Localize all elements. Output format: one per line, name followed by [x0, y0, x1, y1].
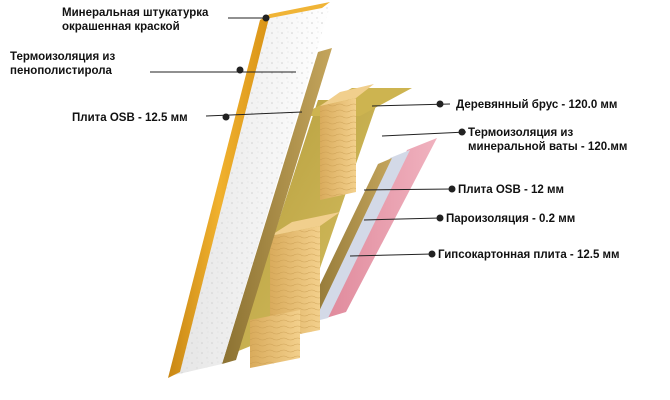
leader-dot-osb-outer — [222, 113, 230, 121]
leader-dot-timber — [436, 100, 444, 108]
outer-osb-layer — [222, 48, 332, 364]
label-drywall: Гипсокартонная плита - 12.5 мм — [438, 249, 620, 261]
leader-wool — [381, 131, 467, 137]
leader-vapor — [363, 217, 441, 221]
leader-dot-foam — [236, 66, 244, 74]
plaster-top-edge — [260, 2, 330, 20]
leader-dot-plaster — [262, 14, 270, 22]
label-timber: Деревянный брус - 120.0 мм — [456, 99, 618, 111]
inner-osb-layer — [300, 158, 392, 326]
vapor-barrier-layer — [312, 150, 410, 322]
leader-dot-vapor — [436, 214, 444, 222]
timber-stud-upper — [320, 84, 374, 200]
plaster-layer — [168, 14, 270, 378]
label-plaster: Минеральная штукатурка окрашенная краско… — [62, 7, 209, 33]
leader-lines — [150, 14, 467, 258]
leader-dot-wool — [458, 128, 466, 136]
leader-dot-osb-inner — [448, 185, 456, 193]
leader-osb-outer — [205, 111, 303, 117]
label-osb-inner: Плита OSB - 12 мм — [458, 184, 565, 196]
timber-stud-lower — [270, 212, 340, 340]
drywall-layer — [326, 138, 437, 318]
leader-dot-drywall — [428, 250, 436, 258]
label-wool-insulation: Термоизоляция из минеральной ваты - 120.… — [468, 127, 628, 153]
eps-foam-texture — [170, 6, 330, 376]
leader-drywall — [349, 253, 433, 257]
label-osb-outer: Плита OSB - 12.5 мм — [72, 112, 188, 124]
label-foam-insulation: Термоизоляция из пенополистирола — [10, 51, 116, 77]
label-vapor-barrier: Пароизоляция - 0.2 мм — [446, 213, 576, 225]
timber-stud-bottom — [250, 310, 300, 368]
leader-osb-inner — [363, 188, 453, 191]
